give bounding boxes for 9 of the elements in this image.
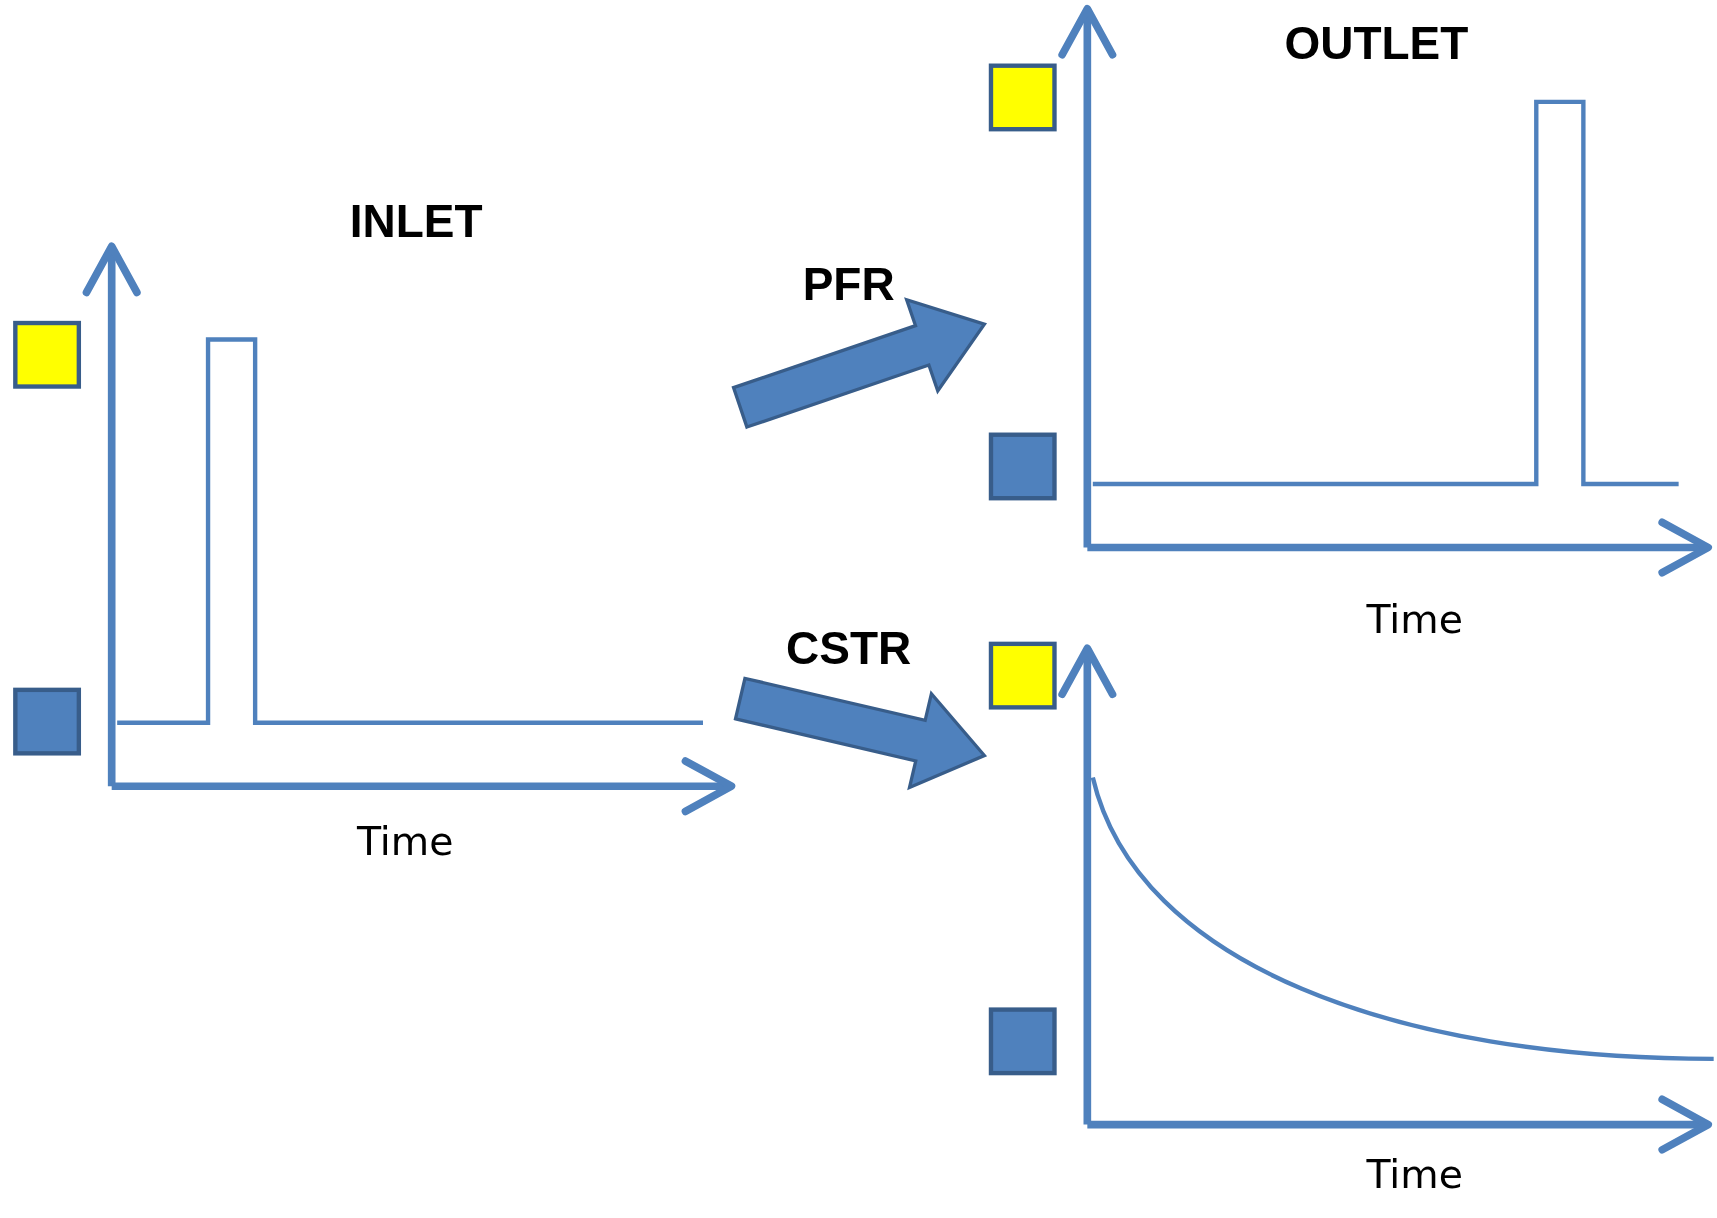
block-arrow [733, 676, 988, 791]
plot-title: OUTLET [1284, 17, 1469, 71]
block-arrow [731, 297, 988, 430]
axis-label: Time [356, 819, 454, 864]
edge-label: CSTR [786, 621, 912, 675]
plot-title: INLET [349, 194, 483, 248]
axis-label: Time [1366, 596, 1463, 642]
edge-label: PFR [802, 258, 895, 311]
axis-label: Time [1366, 1151, 1463, 1197]
